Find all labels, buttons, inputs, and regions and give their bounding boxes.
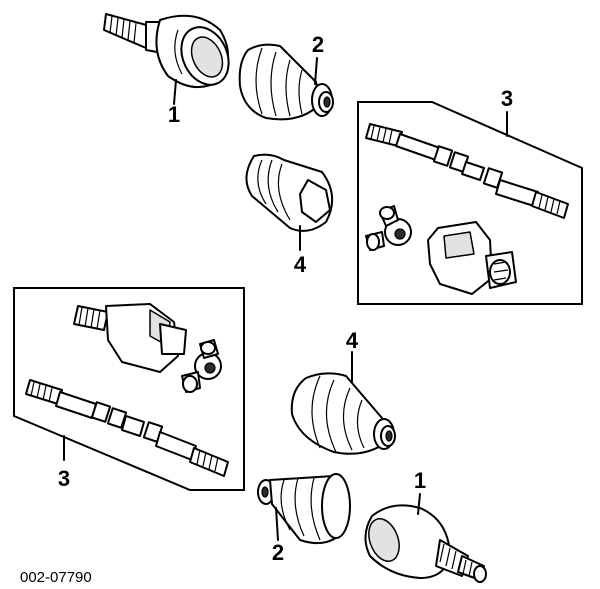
- outer-cv-joint-bottom: [364, 493, 487, 583]
- outer-cv-joint-top: [103, 13, 230, 105]
- outer-boot-top: [238, 43, 334, 121]
- tripod-top: [365, 205, 412, 251]
- tripod-bottom: [181, 339, 222, 393]
- callout-2-top: 2: [312, 32, 324, 57]
- callout-1-top: 1: [168, 102, 180, 127]
- inner-boot-top: [245, 153, 333, 251]
- callout-2-bottom: 2: [272, 540, 284, 565]
- callout-3-bottom: 3: [58, 466, 70, 491]
- callout-3-top: 3: [501, 86, 513, 111]
- callout-4-top: 4: [294, 252, 307, 277]
- inner-joint-kit-top: [357, 101, 583, 305]
- inner-joint-kit-bottom: [13, 287, 245, 491]
- inner-boot-bottom: [290, 351, 396, 455]
- tripod-housing-top: [427, 221, 517, 295]
- tripod-housing-bottom: [73, 303, 187, 373]
- outer-boot-bottom: [257, 473, 351, 544]
- callout-4-bottom: 4: [346, 328, 359, 353]
- figure-code: 002-07790: [20, 569, 92, 586]
- callout-1-bottom: 1: [414, 468, 426, 493]
